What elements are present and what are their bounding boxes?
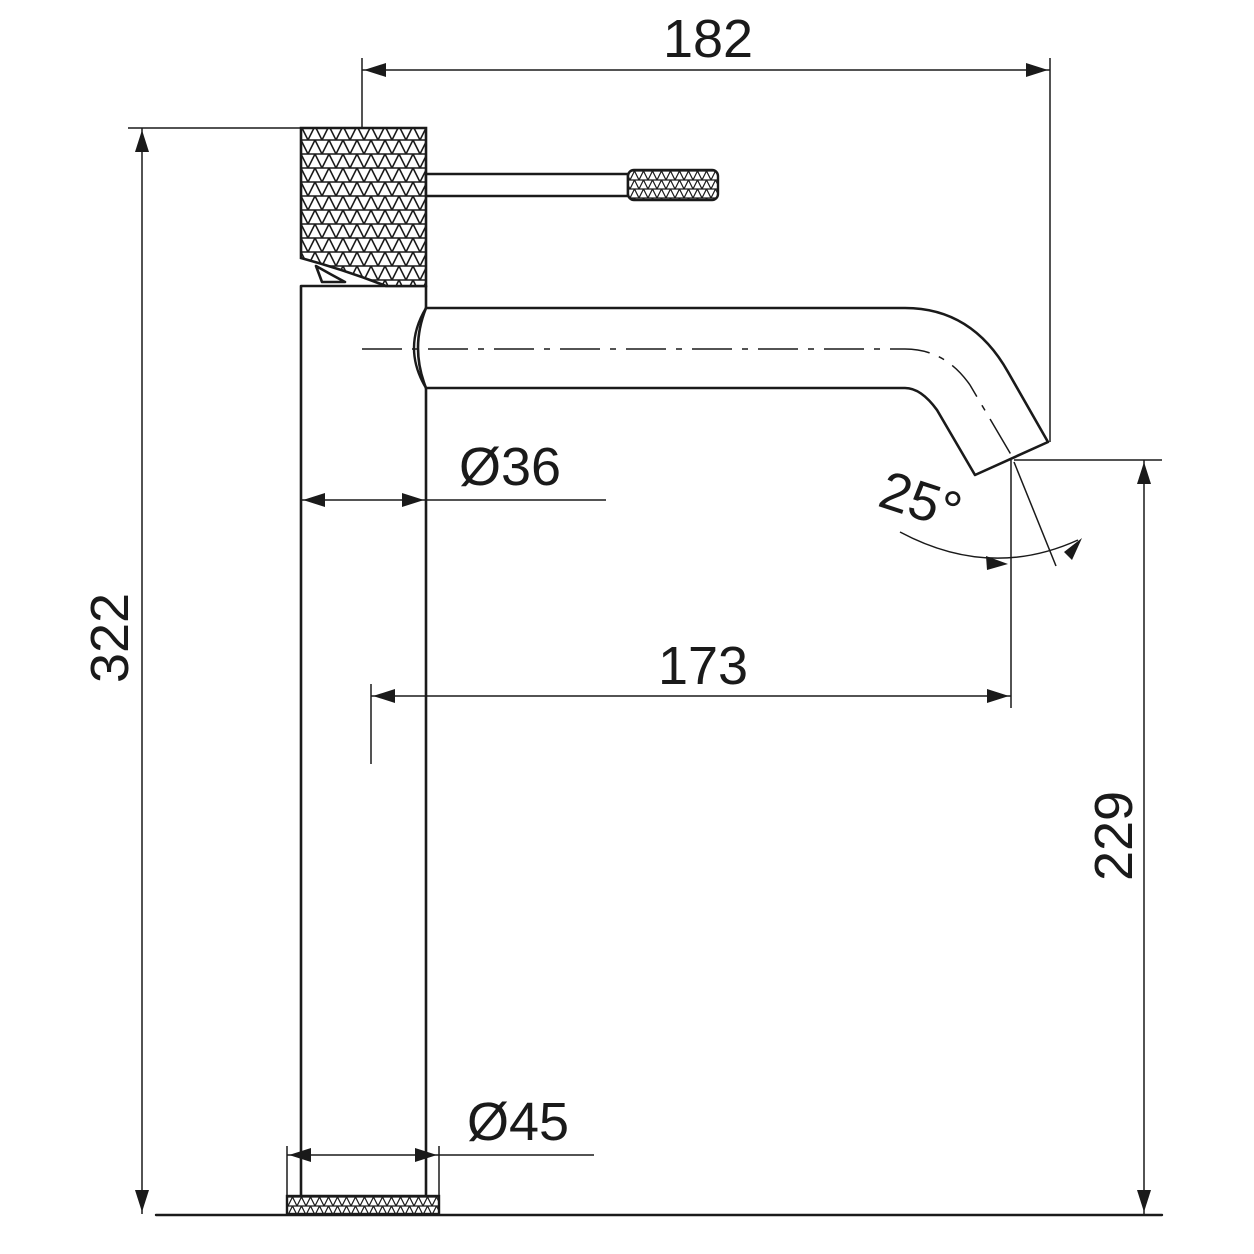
dim-45-arrow-left: [289, 1148, 311, 1162]
dim-36-label: Ø36: [459, 437, 561, 497]
faucet-body: [299, 284, 428, 1198]
dim-182-arrow-right: [1026, 63, 1048, 77]
lever-grip: [626, 168, 720, 202]
handle-cap: [299, 126, 428, 288]
base-plate: [285, 1194, 441, 1216]
dim-36-arrow-left: [303, 493, 325, 507]
dim-45-arrow-right: [415, 1148, 437, 1162]
dim-182-arrow-left: [364, 63, 386, 77]
dim-173-label: 173: [658, 636, 748, 696]
dim-173-arrow-left: [373, 689, 395, 703]
dim-322-arrow-bottom: [135, 1190, 149, 1212]
spout-joint-curve: [412, 306, 428, 390]
spout-centerline: [362, 348, 1014, 459]
dim-25-label: 25°: [872, 460, 968, 542]
dim-229-label: 229: [1084, 791, 1144, 881]
dim-229-arrow-bottom: [1137, 1190, 1151, 1212]
dim-36-arrow-right: [402, 493, 424, 507]
dim-25-ext-line: [1013, 461, 1057, 567]
dim-322-arrow-top: [135, 130, 149, 152]
dim-25-arrow-left: [986, 556, 1008, 570]
dim-229-arrow-top: [1137, 462, 1151, 484]
dim-173-arrow-right: [987, 689, 1009, 703]
dim-45-label: Ø45: [467, 1092, 569, 1152]
lever-arm: [424, 172, 630, 198]
dim-25-arrow-right: [1064, 538, 1082, 560]
dim-182-label: 182: [663, 9, 753, 69]
handle-cap-neck: [314, 264, 347, 284]
dim-322-label: 322: [80, 593, 140, 683]
